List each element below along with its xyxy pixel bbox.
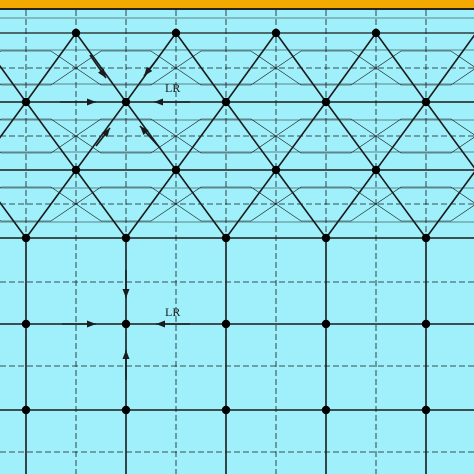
thin-hexagon xyxy=(375,50,474,86)
diagonal-bond xyxy=(175,32,227,103)
lattice-node xyxy=(421,97,431,107)
diagonal-bond xyxy=(325,32,377,103)
arrow-head xyxy=(87,98,96,106)
diagonal-bond xyxy=(125,169,177,239)
lattice-node xyxy=(21,405,31,415)
thin-hexagon xyxy=(375,186,474,222)
diagonal-bond xyxy=(325,101,377,171)
diagonal-bond xyxy=(275,32,327,103)
diagonal-bond xyxy=(25,169,77,239)
lattice-node xyxy=(21,319,31,329)
diagonal-bond xyxy=(75,101,127,171)
lattice-node xyxy=(21,97,31,107)
lattice-node xyxy=(321,405,331,415)
lattice-node xyxy=(171,28,181,38)
lattice-node xyxy=(121,405,131,415)
lattice-node xyxy=(421,233,431,243)
lattice-node xyxy=(71,28,81,38)
lattice-node xyxy=(321,97,331,107)
diagonal-bond xyxy=(375,32,427,103)
arrow-head xyxy=(97,68,106,78)
diagonal-bond xyxy=(425,34,474,103)
diagonal-bond xyxy=(0,201,27,239)
lattice-node xyxy=(21,233,31,243)
diagonal-bond xyxy=(375,101,427,171)
displacement-arrows xyxy=(60,54,190,380)
lattice-node xyxy=(121,97,131,107)
diagonal-bond xyxy=(125,101,177,171)
diagonal-bond xyxy=(175,169,227,239)
top-bar-shadow xyxy=(0,8,474,10)
lattice-node xyxy=(221,319,231,329)
arrow-head xyxy=(144,66,153,76)
lattice-node xyxy=(321,233,331,243)
diagonal-bond xyxy=(0,101,27,139)
lattice-node xyxy=(221,233,231,243)
lattice-node xyxy=(121,233,131,243)
diagonal-bond xyxy=(175,101,227,171)
diagonal-bond xyxy=(0,64,27,103)
lattice-node xyxy=(221,405,231,415)
lattice-node xyxy=(171,165,181,175)
diagonal-bond xyxy=(225,169,277,239)
diagonal-bond xyxy=(225,101,277,171)
diagonal-bond xyxy=(325,169,377,239)
arrow-head xyxy=(87,320,96,328)
diagonal-bond xyxy=(275,101,327,171)
lattice-node xyxy=(371,165,381,175)
diagonal-bond xyxy=(425,171,474,239)
top-bar xyxy=(0,0,474,8)
arrow-head xyxy=(154,98,163,106)
lattice-nodes xyxy=(21,28,431,415)
arrow-head xyxy=(101,128,110,138)
lattice-node xyxy=(221,97,231,107)
diagonal-bond xyxy=(225,32,277,103)
arrow-head xyxy=(122,289,130,298)
diagonal-bond xyxy=(375,169,427,239)
arrow-head xyxy=(122,350,130,359)
dashed-grid-lines xyxy=(0,10,474,474)
thin-hexagon xyxy=(375,118,474,154)
lattice-node xyxy=(421,405,431,415)
lattice-node xyxy=(421,319,431,329)
lattice-node xyxy=(371,28,381,38)
diagonal-bond xyxy=(75,32,127,103)
lattice-node xyxy=(121,319,131,329)
arrow-head xyxy=(140,126,149,136)
diagonal-bond xyxy=(25,101,77,171)
arrow-head xyxy=(156,320,165,328)
diagonal-bond xyxy=(75,169,127,239)
diagonal-bond xyxy=(275,169,327,239)
upper-region-label: LR xyxy=(165,81,180,95)
lattice-node xyxy=(71,165,81,175)
lattice-node xyxy=(271,165,281,175)
diagonal-bond xyxy=(25,32,77,103)
lower-region-label: LR xyxy=(165,305,180,319)
lattice-node xyxy=(271,28,281,38)
diagonal-bond xyxy=(425,101,474,169)
lattice-node xyxy=(321,319,331,329)
